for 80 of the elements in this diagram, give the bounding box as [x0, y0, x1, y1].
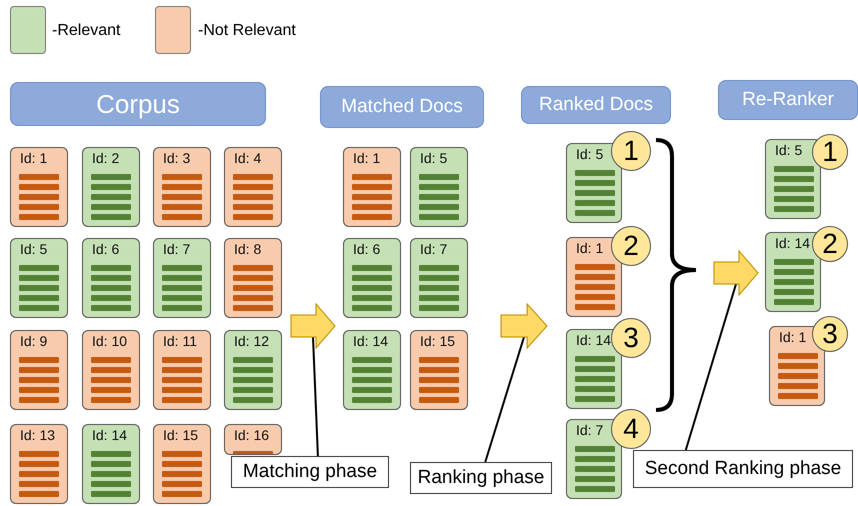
document-card	[153, 238, 211, 318]
document-id: Id: 3	[163, 150, 190, 166]
document-id: Id: 1	[576, 240, 604, 256]
document-id: Id: 5	[775, 142, 802, 158]
document-card	[153, 330, 211, 410]
document-id: Id: 6	[353, 241, 380, 257]
document-card	[82, 238, 140, 318]
document-card	[224, 147, 282, 227]
leader-line	[484, 336, 525, 462]
document-id: Id: 6	[92, 241, 120, 257]
document-id: Id: 5	[20, 241, 48, 257]
document-id: Id: 5	[420, 150, 448, 166]
phase-label: Matching phase	[231, 456, 389, 488]
document-id: Id: 8	[234, 241, 262, 257]
document-id: Id: 14	[576, 332, 612, 348]
document-id: Id: 16	[234, 427, 270, 443]
document-id: Id: 4	[234, 150, 262, 166]
document-id: Id: 1	[353, 150, 380, 166]
document-card	[566, 237, 622, 317]
document-id: Id: 14	[92, 427, 128, 443]
document-id: Id: 1	[779, 329, 806, 345]
rank-badge: 2	[812, 226, 848, 262]
document-id: Id: 2	[92, 150, 120, 166]
document-card	[765, 139, 821, 219]
document-id: Id: 7	[163, 241, 190, 257]
column-header: Ranked Docs	[521, 86, 671, 124]
column-header: Re-Ranker	[718, 80, 858, 120]
document-card	[10, 238, 68, 318]
rank-badge: 1	[812, 134, 848, 170]
block-arrow	[500, 303, 548, 349]
document-card	[82, 424, 140, 504]
phase-label: Second Ranking phase	[633, 450, 853, 488]
rank-badge: 3	[611, 318, 651, 358]
rank-badge: 3	[812, 316, 848, 352]
rank-badge: 1	[611, 131, 651, 171]
document-card	[769, 326, 825, 406]
document-id: Id: 14	[775, 235, 810, 251]
block-arrow	[713, 250, 759, 296]
phase-label: Ranking phase	[410, 462, 552, 494]
block-arrow	[290, 303, 336, 349]
document-card	[566, 329, 622, 409]
document-id: Id: 1	[20, 150, 48, 166]
leader-line	[684, 284, 737, 450]
legend-label: -Relevant	[52, 22, 120, 40]
document-card	[224, 238, 282, 318]
document-card	[153, 424, 211, 504]
document-id: Id: 12	[234, 333, 270, 349]
document-card	[410, 238, 468, 318]
document-id: Id: 15	[420, 333, 456, 349]
document-id: Id: 9	[20, 333, 48, 349]
document-card	[343, 238, 401, 318]
document-id: Id: 7	[420, 241, 448, 257]
document-card	[566, 419, 622, 499]
document-card	[224, 330, 282, 410]
rank-badge: 4	[611, 409, 651, 449]
document-id: Id: 5	[576, 146, 604, 162]
leader-line	[312, 337, 319, 456]
document-card	[343, 330, 401, 410]
document-card	[82, 147, 140, 227]
document-card	[224, 424, 282, 455]
column-header: Corpus	[10, 82, 266, 126]
document-card	[410, 330, 468, 410]
column-header: Matched Docs	[320, 86, 484, 128]
rank-badge: 2	[611, 226, 651, 266]
document-id: Id: 7	[576, 422, 604, 438]
document-id: Id: 15	[163, 427, 198, 443]
document-card	[153, 147, 211, 227]
document-card	[410, 147, 468, 227]
document-card	[10, 147, 68, 227]
document-card	[765, 232, 821, 312]
document-card	[82, 330, 140, 410]
document-id: Id: 10	[92, 333, 128, 349]
document-card	[343, 147, 401, 227]
document-card	[10, 424, 68, 504]
document-card	[10, 330, 68, 410]
document-id: Id: 11	[163, 333, 197, 349]
document-id: Id: 14	[353, 333, 388, 349]
document-id: Id: 13	[20, 427, 56, 443]
document-card	[566, 143, 622, 223]
legend-label: -Not Relevant	[198, 22, 296, 40]
